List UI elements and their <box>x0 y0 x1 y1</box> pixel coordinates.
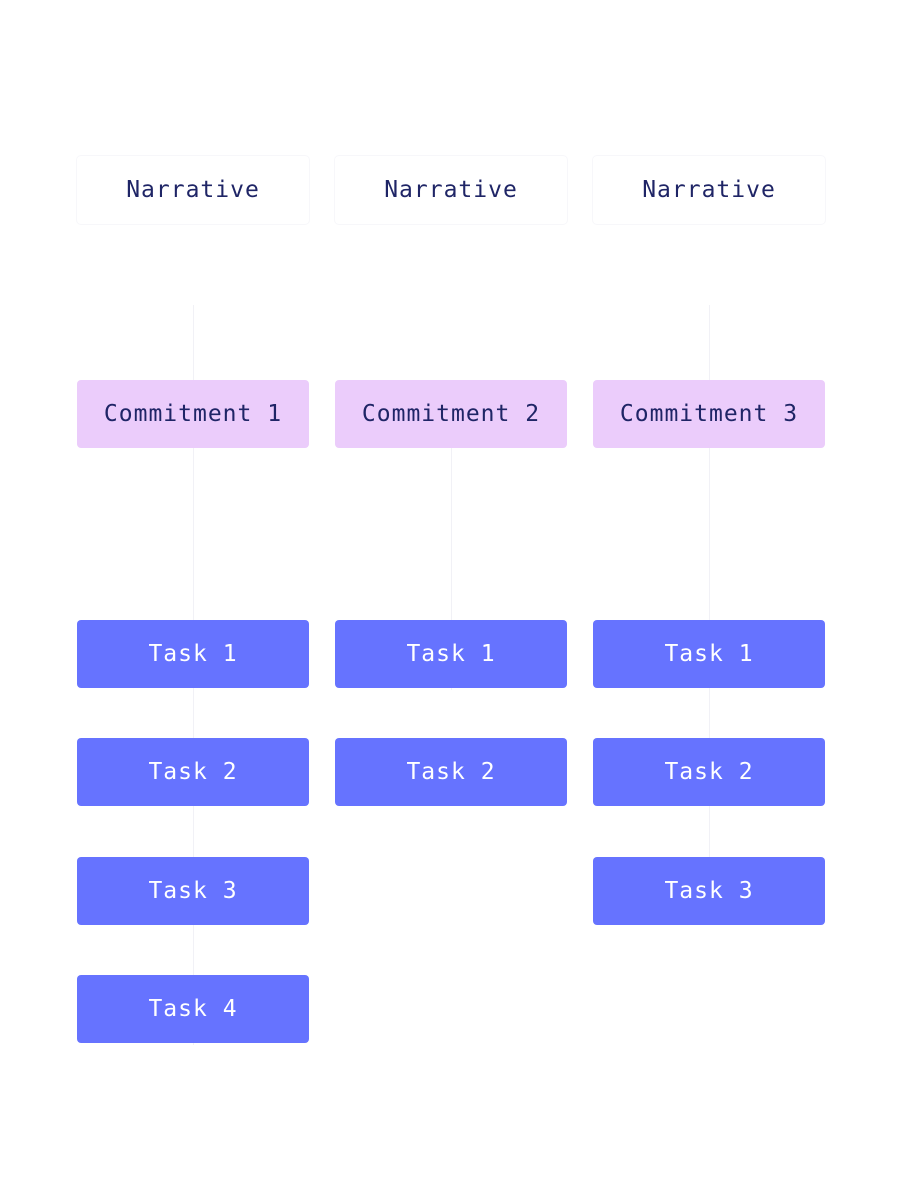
task-card[interactable]: Task 3 <box>593 857 825 925</box>
narrative-card[interactable]: Narrative <box>77 156 309 224</box>
connector-line <box>709 305 710 925</box>
task-card[interactable]: Task 4 <box>77 975 309 1043</box>
commitment-card[interactable]: Commitment 2 <box>335 380 567 448</box>
commitment-card[interactable]: Commitment 3 <box>593 380 825 448</box>
task-card[interactable]: Task 1 <box>593 620 825 688</box>
task-card[interactable]: Task 2 <box>593 738 825 806</box>
task-card[interactable]: Task 1 <box>77 620 309 688</box>
column-3: Narrative Commitment 3 Task 1 Task 2 Tas… <box>593 0 825 1200</box>
task-card[interactable]: Task 2 <box>77 738 309 806</box>
column-1: Narrative Commitment 1 Task 1 Task 2 Tas… <box>77 0 309 1200</box>
narrative-card[interactable]: Narrative <box>593 156 825 224</box>
task-card[interactable]: Task 2 <box>335 738 567 806</box>
connector-line <box>451 440 452 690</box>
column-2: Narrative Commitment 2 Task 1 Task 2 <box>335 0 567 1200</box>
task-card[interactable]: Task 1 <box>335 620 567 688</box>
commitment-card[interactable]: Commitment 1 <box>77 380 309 448</box>
task-card[interactable]: Task 3 <box>77 857 309 925</box>
narrative-card[interactable]: Narrative <box>335 156 567 224</box>
